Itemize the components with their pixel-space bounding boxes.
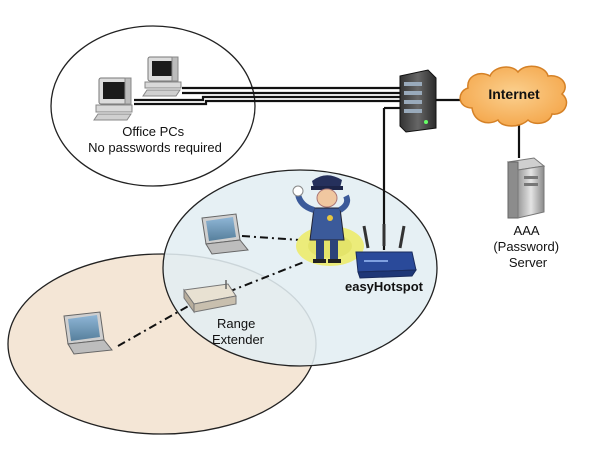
laptop-hotspot: [201, 213, 249, 255]
office-label-line1: Office PCs: [122, 124, 184, 139]
svg-text:AAA (Password) Ser: AAA (Password) Server: [493, 223, 562, 270]
svg-text:Office PCs No passwords: Office PCs No passwords required: [88, 124, 222, 155]
office-link-4: [134, 99, 400, 106]
office-pc-back: [142, 56, 182, 97]
extender-label-line2: Extender: [212, 332, 265, 347]
wireless-link-laptop-extender: [117, 303, 193, 347]
easyhotspot-router: [355, 224, 417, 279]
wireless-link-laptop-guard: [241, 235, 301, 241]
wireless-link-extender-guard: [227, 261, 305, 293]
office-pc-front: [93, 77, 133, 121]
range-extender-device: [183, 280, 237, 314]
aaa-label-line1: AAA: [514, 223, 540, 238]
laptop-extender-zone: [63, 311, 113, 355]
wireless-links: [117, 235, 305, 347]
office-label-line2: No passwords required: [88, 140, 222, 155]
aaa-label-line3: Server: [509, 255, 548, 270]
aaa-label-line2: (Password): [493, 239, 559, 254]
internet-label: Internet: [488, 86, 540, 102]
internet-cloud: Internet: [459, 65, 568, 127]
network-switch: [399, 69, 437, 133]
svg-text:Range Extender: Range Extender: [212, 316, 265, 347]
extender-label-line1: Range: [217, 316, 255, 331]
security-guard-icon: [292, 175, 364, 266]
aaa-server: [506, 157, 546, 219]
office-link-3: [134, 95, 400, 102]
office-zone: [50, 25, 256, 187]
wired-links: [134, 86, 521, 250]
easyhotspot-label: easyHotspot: [345, 279, 424, 294]
